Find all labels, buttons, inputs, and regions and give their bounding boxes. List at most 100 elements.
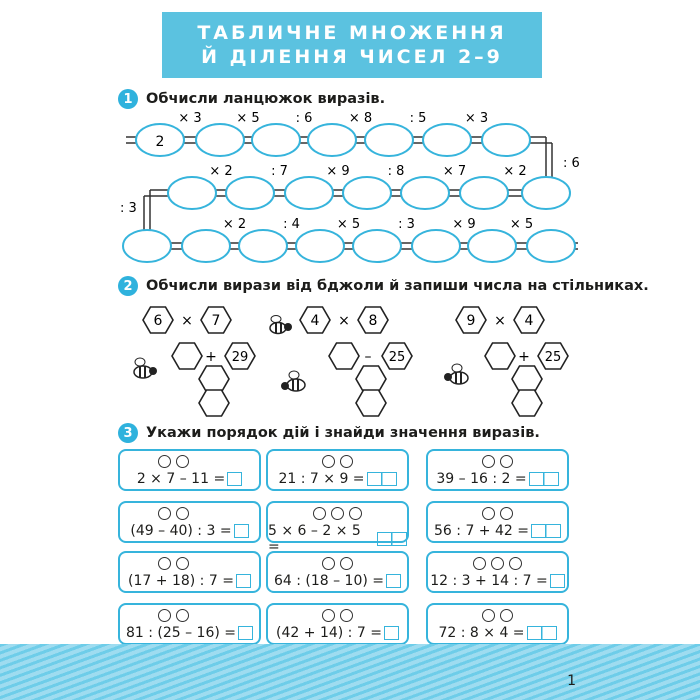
- expression-card: (17 + 18) : 7 =: [118, 551, 261, 593]
- order-circle[interactable]: [490, 557, 504, 570]
- answer-hex[interactable]: [511, 365, 543, 393]
- order-circle[interactable]: [175, 557, 189, 570]
- answer-box[interactable]: [235, 574, 251, 588]
- order-circle[interactable]: [481, 609, 495, 622]
- answer-box[interactable]: [530, 524, 561, 538]
- answer-hex[interactable]: [355, 365, 387, 393]
- order-circle[interactable]: [330, 507, 344, 520]
- order-circle[interactable]: [157, 609, 171, 622]
- chain-answer-oval[interactable]: [422, 123, 472, 157]
- answer-box[interactable]: [377, 532, 407, 546]
- answer-hex[interactable]: [484, 342, 516, 370]
- order-circle[interactable]: [508, 557, 522, 570]
- bee-icon: [281, 370, 306, 392]
- order-circle[interactable]: [499, 609, 513, 622]
- answer-box[interactable]: [386, 574, 402, 588]
- chain-answer-oval[interactable]: [481, 123, 531, 157]
- answer-box[interactable]: [528, 472, 559, 486]
- answer-box[interactable]: [227, 472, 243, 486]
- operand-hex: [455, 306, 487, 334]
- expression-text: (42 + 14) : 7 =: [276, 625, 382, 641]
- answer-box[interactable]: [383, 626, 399, 640]
- chain-answer-oval[interactable]: [251, 123, 301, 157]
- chain-answer-oval[interactable]: [225, 176, 275, 210]
- chain-operation: × 3: [465, 111, 488, 126]
- order-circle[interactable]: [339, 609, 353, 622]
- chain-answer-oval[interactable]: [459, 176, 509, 210]
- order-circle[interactable]: [157, 507, 171, 520]
- chain-answer-oval[interactable]: [307, 123, 357, 157]
- order-circle[interactable]: [348, 507, 362, 520]
- task-text: Укажи порядок дій і знайди значення вира…: [146, 425, 540, 441]
- order-circle[interactable]: [321, 609, 335, 622]
- expression: 39 – 16 : 2 =: [428, 471, 567, 487]
- order-circle[interactable]: [499, 507, 513, 520]
- answer-box[interactable]: [366, 472, 397, 486]
- operand-value: 4: [525, 313, 534, 329]
- order-circle[interactable]: [339, 557, 353, 570]
- chain-operation: : 7: [271, 164, 288, 179]
- chain-answer-oval[interactable]: [467, 229, 517, 263]
- chain-answer-oval[interactable]: [181, 229, 231, 263]
- answer-box[interactable]: [526, 626, 557, 640]
- page-title: ТАБЛИЧНЕ МНОЖЕННЯ Й ДІЛЕННЯ ЧИСЕЛ 2–9: [162, 12, 542, 78]
- answer-box[interactable]: [233, 524, 249, 538]
- order-circle[interactable]: [481, 455, 495, 468]
- answer-box[interactable]: [238, 626, 254, 640]
- answer-hex[interactable]: [198, 365, 230, 393]
- order-circle[interactable]: [175, 609, 189, 622]
- chain-answer-oval[interactable]: [364, 123, 414, 157]
- expression-text: 64 : (18 – 10) =: [273, 573, 385, 589]
- expression: (49 – 40) : 3 =: [120, 523, 259, 539]
- order-circle[interactable]: [481, 507, 495, 520]
- operand-hex: [200, 306, 232, 334]
- order-circle[interactable]: [175, 455, 189, 468]
- order-circle[interactable]: [499, 455, 513, 468]
- order-circle[interactable]: [157, 557, 171, 570]
- chain-answer-oval[interactable]: [284, 176, 334, 210]
- chain-operation: × 8: [349, 111, 372, 126]
- order-circle[interactable]: [157, 455, 171, 468]
- operand-value: 7: [212, 313, 221, 329]
- operator-sign: ×: [338, 313, 350, 329]
- chain-answer-oval[interactable]: [526, 229, 576, 263]
- chain-answer-oval[interactable]: [352, 229, 402, 263]
- operand-value: 29: [232, 350, 249, 365]
- order-circle[interactable]: [175, 507, 189, 520]
- task-3-header: 3 Укажи порядок дій і знайди значення ви…: [118, 422, 540, 444]
- order-circle[interactable]: [321, 455, 335, 468]
- chain-operation: : 6: [296, 111, 313, 126]
- task-number: 2: [118, 276, 138, 296]
- chain-operation: × 3: [178, 111, 201, 126]
- order-circle[interactable]: [339, 455, 353, 468]
- operand-hex: [357, 306, 389, 334]
- answer-hex[interactable]: [328, 342, 360, 370]
- order-circle[interactable]: [472, 557, 486, 570]
- operator-sign: ×: [494, 313, 506, 329]
- chain-answer-oval[interactable]: [411, 229, 461, 263]
- operand-hex: [299, 306, 331, 334]
- order-circle[interactable]: [312, 507, 326, 520]
- order-circle[interactable]: [321, 557, 335, 570]
- answer-hex[interactable]: [511, 389, 543, 417]
- chain-answer-oval[interactable]: [295, 229, 345, 263]
- answer-box[interactable]: [549, 574, 565, 588]
- answer-hex[interactable]: [198, 389, 230, 417]
- honeycomb-area: 6×7+294×8–259×4+25: [133, 306, 569, 417]
- chain-answer-oval[interactable]: [122, 229, 172, 263]
- chain-answer-oval[interactable]: [521, 176, 571, 210]
- footer-wave: [0, 644, 700, 700]
- answer-hex[interactable]: [355, 389, 387, 417]
- chain-answer-oval[interactable]: [195, 123, 245, 157]
- task-1-header: 1 Обчисли ланцюжок виразів.: [118, 88, 385, 110]
- answer-hex[interactable]: [171, 342, 203, 370]
- expression: 21 : 7 × 9 =: [268, 471, 407, 487]
- expression: (17 + 18) : 7 =: [120, 573, 259, 589]
- chain-answer-oval[interactable]: [238, 229, 288, 263]
- operand-hex: [224, 342, 256, 370]
- chain-operation: × 5: [337, 217, 360, 232]
- chain-answer-oval[interactable]: [167, 176, 217, 210]
- chain-operation: : 3: [398, 217, 415, 232]
- chain-answer-oval[interactable]: [342, 176, 392, 210]
- chain-answer-oval[interactable]: [400, 176, 450, 210]
